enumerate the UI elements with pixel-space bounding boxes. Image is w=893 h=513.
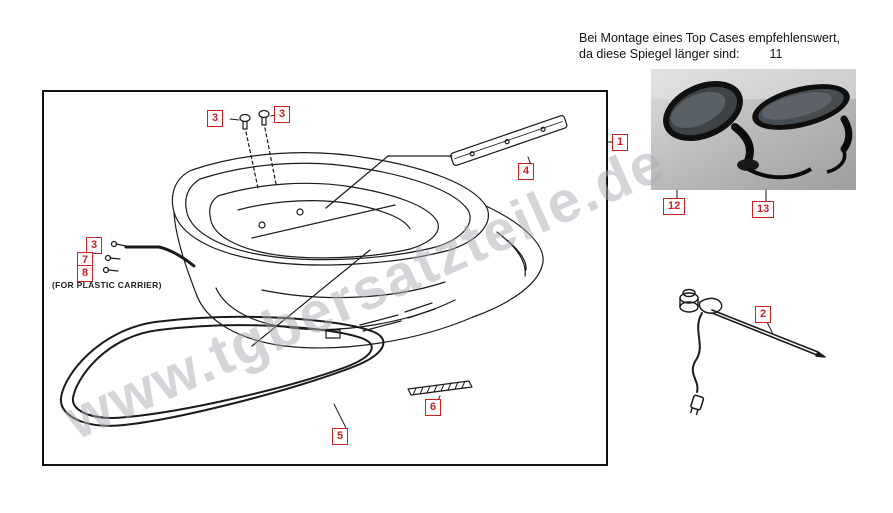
note-line1: Bei Montage eines Top Cases empfehlenswe… [579, 31, 841, 45]
right-mirror [752, 84, 853, 174]
callout-8: 8 [77, 265, 94, 282]
mirror-photo-art [651, 69, 856, 180]
callout-12: 12 [663, 198, 686, 215]
callout-13: 13 [752, 201, 775, 218]
plastic-carrier-caption: (FOR PLASTIC CARRIER) [52, 280, 162, 290]
callout-5: 5 [332, 428, 349, 445]
callout-3-carrier: 3 [86, 237, 103, 254]
note-ref-11: 11 [769, 47, 783, 61]
callout-1: 1 [612, 134, 629, 151]
callout-2: 2 [755, 306, 772, 323]
note-line2: da diese Spiegel länger sind: [579, 47, 740, 61]
left-mirror [663, 80, 813, 180]
callout-3-screw-right: 3 [274, 106, 291, 123]
diagram-frame [42, 90, 608, 466]
callout-4: 4 [518, 163, 535, 180]
callout-6: 6 [425, 399, 442, 416]
wire-part2 [679, 288, 826, 416]
top-case-note: Bei Montage eines Top Cases empfehlenswe… [579, 30, 879, 62]
note-line2-row: da diese Spiegel länger sind: 11 [579, 46, 879, 62]
callout-3-screw-left: 3 [207, 110, 224, 127]
mirror-photo [651, 69, 856, 190]
